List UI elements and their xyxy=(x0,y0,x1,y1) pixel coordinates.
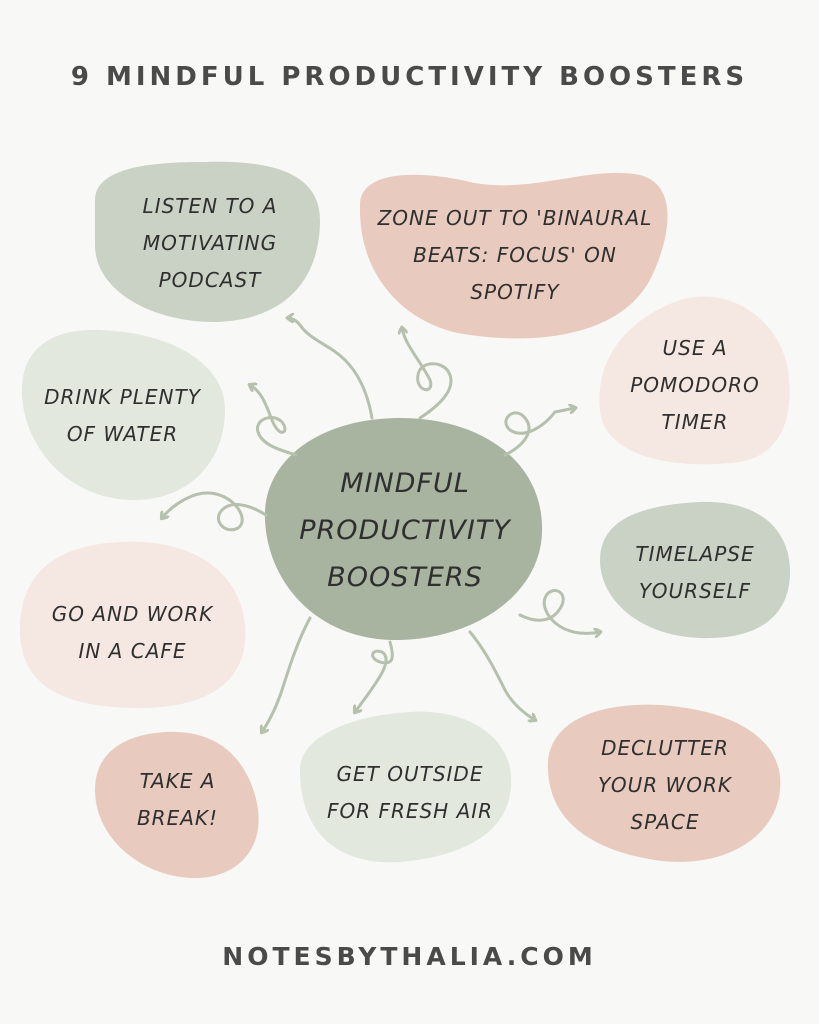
blob-break xyxy=(95,731,259,879)
blob-declutter xyxy=(547,704,781,862)
arrow-water xyxy=(250,385,298,457)
booster-outside: GET OUTSIDE FOR FRESH AIR xyxy=(326,761,494,823)
arrow-timelapse xyxy=(518,589,600,634)
booster-declutter: DECLUTTER YOUR WORK SPACE xyxy=(597,735,733,834)
booster-timelapse: TIMELAPSE YOURSELF xyxy=(635,541,755,603)
infographic-title: 9 MINDFUL PRODUCTIVITY BOOSTERS xyxy=(70,62,749,92)
blob-cafe xyxy=(20,541,246,708)
arrow-outside xyxy=(355,640,394,712)
booster-break: TAKE A BREAK! xyxy=(136,768,219,830)
arrow-cafe xyxy=(162,491,268,532)
booster-water: DRINK PLENTY OF WATER xyxy=(44,384,201,446)
blob-binaural xyxy=(359,172,668,339)
center-blob xyxy=(264,418,543,641)
booster-binaural: ZONE OUT TO 'BINAURAL BEATS: FOCUS' ON S… xyxy=(377,205,653,304)
booster-podcast: LISTEN TO A MOTIVATING PODCAST xyxy=(142,193,278,292)
website-footer: NOTESBYTHALIA.COM xyxy=(222,942,597,971)
arrow-podcast xyxy=(288,318,374,420)
booster-pomodoro: USE A POMODORO TIMER xyxy=(630,335,760,434)
arrow-pomodoro xyxy=(503,408,575,457)
arrow-break xyxy=(262,616,312,732)
blob-timelapse xyxy=(600,501,790,639)
connector-arrows xyxy=(162,318,600,732)
center-label: MINDFUL PRODUCTIVITY BOOSTERS xyxy=(299,467,511,593)
arrow-declutter xyxy=(468,630,535,720)
blob-pomodoro xyxy=(599,296,790,465)
blob-outside xyxy=(300,711,512,863)
booster-cafe: GO AND WORK IN A CAFE xyxy=(51,601,214,663)
blob-podcast xyxy=(95,161,320,322)
blob-water xyxy=(21,329,225,501)
arrow-binaural xyxy=(402,328,453,420)
